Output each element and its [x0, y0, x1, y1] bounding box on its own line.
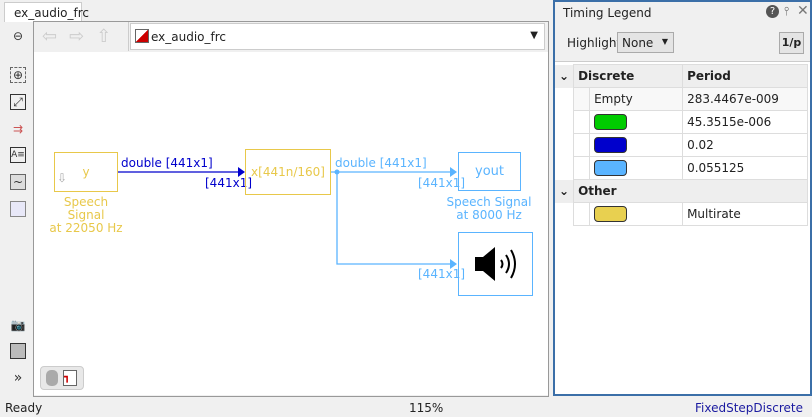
color-swatch [594, 114, 628, 130]
forward-icon[interactable]: ⇨ [69, 26, 85, 47]
other-header: Other [573, 179, 808, 203]
down-arrow-icon: ⇩ [57, 171, 68, 185]
breadcrumb-model[interactable]: ex_audio_frc [151, 29, 227, 44]
signal-1-label: double [441x1] [121, 156, 213, 170]
arrowhead [450, 167, 457, 177]
group-header: Discrete [573, 64, 684, 88]
period-value: 283.4467e-009 [682, 87, 808, 111]
signal-1-dims: [441x1] [205, 176, 253, 190]
period-header: Period [682, 64, 808, 88]
source-block[interactable]: y⇩ [54, 152, 118, 192]
speaker-icon [474, 247, 516, 281]
color-swatch [594, 206, 628, 222]
color-swatch [594, 160, 628, 176]
breadcrumb[interactable]: ex_audio_frc ▼ [130, 23, 545, 50]
period-value: 0.055125 [682, 156, 808, 180]
empty-swatch: Empty [589, 87, 684, 111]
arrowhead [238, 167, 245, 177]
collapse-icon[interactable]: ⌄ [559, 184, 570, 198]
signal-lines [118, 167, 457, 269]
period-value: Multirate [682, 202, 808, 226]
arrowhead [450, 259, 457, 269]
period-value: 0.02 [682, 133, 808, 157]
signal-3-dims: [441x1] [418, 267, 466, 281]
zoom-level: 115% [409, 401, 444, 415]
panel-header: Timing Legend ? ⫯ ✕ Highlight None▼ 1/p [555, 2, 810, 62]
highlight-dropdown[interactable]: None▼ [617, 32, 674, 53]
more-icon[interactable]: » [13, 370, 23, 386]
back-icon[interactable]: ⇦ [42, 26, 58, 47]
status-text: Ready [5, 401, 43, 415]
color-swatch [594, 137, 628, 153]
help-icon[interactable]: ? [766, 5, 779, 18]
period-value: 45.3515e-006 [682, 110, 808, 134]
model-browser-icon[interactable] [10, 343, 26, 359]
fit-view-icon[interactable]: ⤢ [10, 94, 26, 110]
audio-device-block[interactable] [458, 232, 533, 296]
close-icon[interactable]: ✕ [797, 3, 809, 19]
canvas-tools: ┓ [40, 366, 84, 390]
area-icon[interactable] [10, 201, 26, 217]
period-toggle-button[interactable]: 1/p [779, 32, 804, 54]
signal-line-2[interactable] [331, 171, 450, 265]
timing-icon[interactable]: ┓ [63, 370, 77, 386]
annotation-icon[interactable]: A≡ [10, 147, 26, 163]
branch-point [334, 169, 340, 175]
signal-2-label: double [441x1] [335, 156, 427, 170]
signal-2-dims: [441x1] [418, 176, 466, 190]
legend-row[interactable]: Multirate [555, 202, 808, 226]
screenshot-icon[interactable]: 📷 [10, 318, 26, 332]
solver-link[interactable]: FixedStepDiscrete [695, 401, 803, 415]
model-icon [135, 29, 149, 43]
zoom-icon[interactable]: ⊕ [10, 67, 26, 83]
hide-browser-icon[interactable]: ⊖ [12, 29, 24, 43]
left-toolbar: ⊖ ⊕ ⤢ ⇉ A≡ ~ 📷 » [0, 22, 33, 397]
status-bar: Ready 115% FixedStepDiscrete [0, 397, 812, 417]
up-icon[interactable]: ⇧ [96, 26, 112, 47]
sink-block[interactable]: yout [458, 152, 521, 191]
highlight-label: Highlight [567, 36, 622, 50]
image-icon[interactable]: ~ [10, 174, 26, 190]
chevron-down-icon: ▼ [661, 37, 668, 46]
timing-legend-panel: Timing Legend ? ⫯ ✕ Highlight None▼ 1/p … [553, 0, 812, 396]
collapse-icon[interactable]: ⌄ [559, 69, 570, 83]
legend-row[interactable]: 0.055125 [555, 156, 808, 180]
legend-row[interactable]: 0.02 [555, 133, 808, 157]
navigation-buttons: ⇦ ⇨ ⇧ [34, 22, 129, 51]
pin-icon[interactable]: ⫯ [784, 4, 790, 18]
legend-row[interactable]: 45.3515e-006 [555, 110, 808, 134]
chevron-down-icon[interactable]: ▼ [530, 30, 538, 41]
data-store-icon[interactable] [46, 370, 58, 386]
panel-title: Timing Legend [563, 6, 652, 20]
model-tab[interactable]: ex_audio_frc [4, 2, 89, 22]
signal-lines-icon[interactable]: ⇉ [12, 122, 24, 136]
rate-conversion-block[interactable]: x[441n/160] [245, 149, 331, 195]
